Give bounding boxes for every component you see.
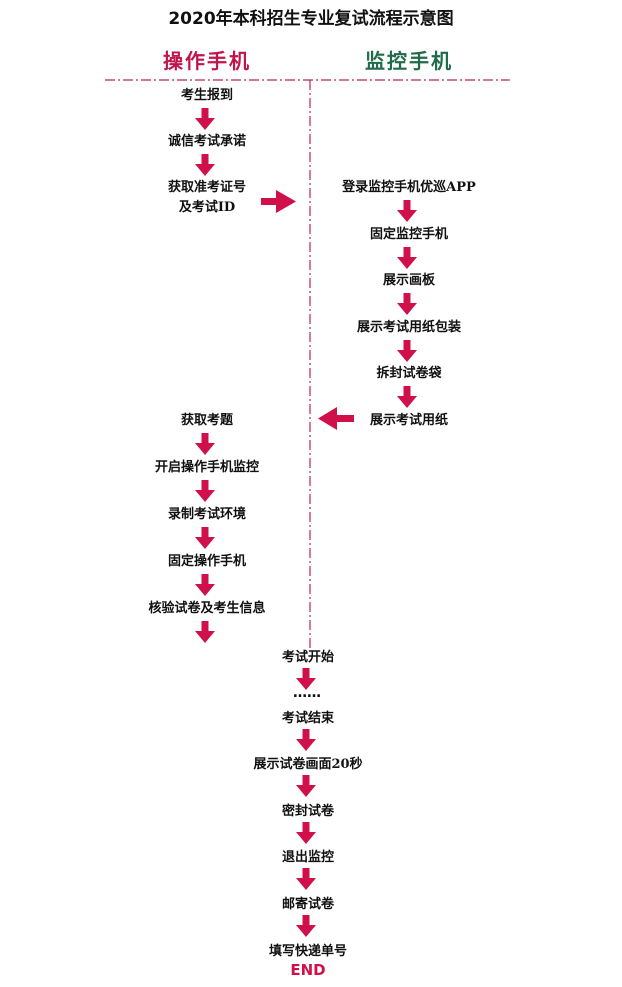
arrow-down-icon <box>195 108 215 130</box>
step-exam-start: 考试开始 <box>282 649 334 665</box>
step-get-id: 获取准考证号 <box>168 179 246 195</box>
step-integrity: 诚信考试承诺 <box>168 133 246 149</box>
step-show-board: 展示画板 <box>383 272 436 288</box>
step-get-questions: 获取考题 <box>181 412 234 428</box>
step-show-20s: 展示试卷画面20秒 <box>253 756 362 772</box>
arrow-down-icon <box>397 200 417 222</box>
arrow-down-icon <box>195 480 215 502</box>
step-seal: 密封试卷 <box>281 803 335 819</box>
step-mail: 邮寄试卷 <box>282 896 335 912</box>
arrow-down-icon <box>296 868 316 890</box>
step-exam-end: 考试结束 <box>282 710 335 726</box>
step-get-id-line2: 及考试ID <box>179 199 235 215</box>
step-show-paper: 展示考试用纸 <box>370 412 448 428</box>
step-fill-express: 填写快递单号 <box>269 943 347 959</box>
arrow-down-icon <box>397 247 417 269</box>
arrow-down-icon <box>296 822 316 844</box>
arrow-down-icon <box>397 340 417 362</box>
step-report: 考生报到 <box>181 87 233 103</box>
step-fix-monitor: 固定监控手机 <box>370 226 448 242</box>
step-verify-info: 核验试卷及考生信息 <box>148 600 265 616</box>
step-ellipsis: …… <box>293 685 321 701</box>
arrow-down-icon <box>296 729 316 751</box>
arrow-down-icon <box>195 574 215 596</box>
page-title: 2020年本科招生专业复试流程示意图 <box>168 8 453 29</box>
step-fix-operate: 固定操作手机 <box>168 553 246 569</box>
arrow-left-icon <box>318 407 354 430</box>
left-column-header: 操作手机 <box>163 49 251 73</box>
step-show-paper-pack: 展示考试用纸包装 <box>357 319 461 335</box>
end-label: END <box>290 961 325 979</box>
step-open-bag: 拆封试卷袋 <box>376 365 442 381</box>
arrow-down-icon <box>195 154 215 176</box>
step-record-env: 录制考试环境 <box>168 506 246 522</box>
arrow-down-icon <box>296 775 316 797</box>
arrow-down-icon <box>296 915 316 937</box>
step-login-app: 登录监控手机优巡APP <box>341 179 476 195</box>
arrow-down-icon <box>397 293 417 315</box>
step-exit-monitor: 退出监控 <box>282 849 334 865</box>
right-column-header: 监控手机 <box>365 49 453 73</box>
arrow-right-icon <box>261 190 296 213</box>
arrow-down-icon <box>195 527 215 549</box>
arrow-down-icon <box>195 621 215 643</box>
arrow-down-icon <box>195 433 215 455</box>
arrow-down-icon <box>397 386 417 408</box>
step-start-monitor: 开启操作手机监控 <box>155 459 259 475</box>
